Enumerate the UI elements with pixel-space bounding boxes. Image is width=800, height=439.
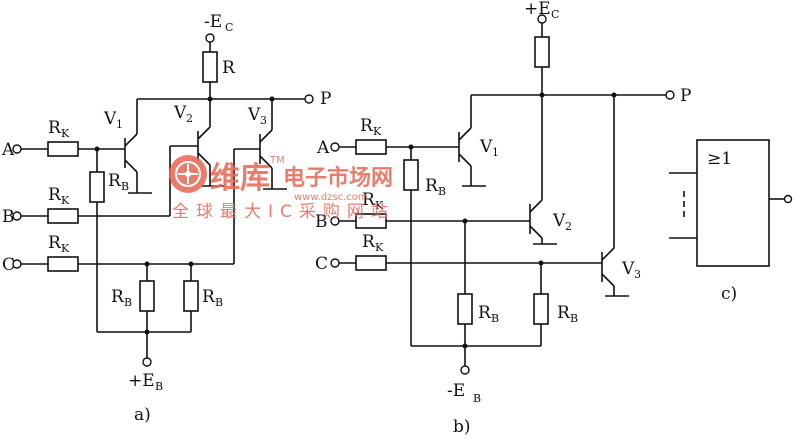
watermark-site: 电子市场网 bbox=[283, 165, 393, 191]
terminal-supply-ec-a bbox=[205, 33, 215, 43]
label-rk-b-sub-a: K bbox=[61, 194, 70, 207]
caption-b: b) bbox=[453, 417, 471, 437]
label-v1-sub-a: 1 bbox=[116, 118, 123, 131]
resistor-rb-v2-a bbox=[139, 280, 155, 312]
terminal-input-c-b bbox=[330, 258, 340, 268]
label-rk-a-sub-b: K bbox=[373, 125, 382, 138]
resistor-rk-b-a bbox=[47, 208, 79, 224]
label-v2-sub-a: 2 bbox=[186, 112, 193, 125]
label-v1-a: V bbox=[103, 109, 117, 129]
transistor-v1-a bbox=[124, 99, 152, 194]
transistor-v3-b bbox=[601, 95, 629, 297]
resistor-rk-a-a bbox=[47, 141, 79, 157]
terminal-supply-eb-b bbox=[460, 365, 470, 375]
label-rb-v3-b: R bbox=[557, 303, 571, 323]
label-v3-sub-b: 3 bbox=[634, 268, 641, 281]
label-rk-c-sub-b: K bbox=[375, 241, 384, 254]
label-output-p-a: P bbox=[320, 89, 331, 109]
terminal-supply-eb-a bbox=[142, 357, 152, 367]
resistor-rb-v1-b bbox=[403, 159, 419, 191]
label-v2-a: V bbox=[173, 103, 187, 123]
label-rk-a-a: R bbox=[48, 118, 62, 138]
label-v1-sub-b: 1 bbox=[492, 146, 499, 159]
label-supply-eb-a: +E bbox=[128, 371, 155, 391]
label-supply-ec-sub-a: C bbox=[225, 21, 233, 34]
label-r-a: R bbox=[222, 58, 236, 78]
terminal-output-p-a bbox=[304, 94, 314, 104]
label-input-a-a: A bbox=[1, 140, 15, 160]
transistor-v2-a bbox=[197, 99, 225, 187]
label-input-b-a: B bbox=[2, 207, 15, 227]
label-rk-c-b: R bbox=[362, 232, 376, 252]
label-v3-a: V bbox=[247, 105, 261, 125]
transistor-v3-a bbox=[259, 99, 287, 190]
transistor-v2-b bbox=[529, 95, 557, 245]
label-rb-v1-a: R bbox=[108, 171, 122, 191]
label-supply-eb-b: -E bbox=[447, 381, 465, 401]
label-v3-sub-a: 3 bbox=[260, 114, 267, 127]
label-output-p-b: P bbox=[680, 86, 691, 106]
label-rb-v2-b: R bbox=[478, 303, 492, 323]
label-rk-b-sub-b: K bbox=[375, 199, 384, 212]
resistor-rk-c-a bbox=[47, 256, 79, 272]
resistor-rb-v3-a bbox=[183, 280, 199, 312]
label-supply-eb-sub-a: B bbox=[155, 380, 163, 393]
label-rk-b-a: R bbox=[48, 185, 62, 205]
label-v1-b: V bbox=[479, 137, 493, 157]
resistor-rb-v2-b bbox=[457, 293, 473, 325]
resistor-rk-a-b bbox=[355, 139, 387, 155]
label-rb-v1-sub-b: B bbox=[438, 185, 446, 198]
watermark-logo-icon bbox=[169, 155, 207, 193]
resistor-rk-c-b bbox=[355, 255, 387, 271]
label-supply-ec-sub-b: C bbox=[551, 8, 559, 21]
label-rb-v3-sub-a: B bbox=[215, 296, 223, 309]
label-rb-v3-a: R bbox=[202, 287, 216, 307]
watermark-tm: TM bbox=[269, 155, 285, 166]
resistor-rb-v1-a bbox=[89, 171, 105, 203]
resistor-r-a bbox=[202, 51, 218, 83]
caption-a: a) bbox=[134, 405, 151, 425]
label-input-b-b: B bbox=[315, 212, 328, 232]
circuit-a: -E C R P V 1 V 2 bbox=[1, 12, 331, 425]
resistor-rc-b bbox=[534, 36, 550, 68]
transistor-v1-b bbox=[458, 95, 486, 187]
or-gate-symbol: ≥1 c) bbox=[669, 139, 793, 304]
terminal-input-a-b bbox=[330, 142, 340, 152]
label-rk-c-a: R bbox=[48, 233, 62, 253]
caption-c: c) bbox=[721, 284, 737, 304]
label-v3-b: V bbox=[621, 259, 635, 279]
label-rb-v2-sub-a: B bbox=[124, 296, 132, 309]
label-supply-ec-a: -E bbox=[204, 12, 222, 32]
gate-label: ≥1 bbox=[707, 149, 732, 169]
label-rk-c-sub-a: K bbox=[61, 242, 70, 255]
gate-box bbox=[696, 139, 770, 267]
label-input-a-b: A bbox=[316, 138, 330, 158]
label-rb-v1-sub-a: B bbox=[121, 180, 129, 193]
label-v2-sub-b: 2 bbox=[565, 220, 572, 233]
terminal-output-p-b bbox=[665, 90, 675, 100]
label-rk-b-b: R bbox=[362, 190, 376, 210]
watermark-url: www.dzsc.com bbox=[294, 192, 368, 203]
label-supply-eb-sub-b: B bbox=[473, 392, 481, 405]
gate-output-terminal bbox=[783, 194, 793, 204]
label-rb-v2-a: R bbox=[111, 287, 125, 307]
label-v2-b: V bbox=[552, 211, 566, 231]
watermark: 维库 TM 电子市场网 www.dzsc.com 全球最大IC采购网站 bbox=[169, 155, 395, 222]
watermark-tagline: 全球最大IC采购网站 bbox=[172, 202, 395, 222]
circuit-b: +E C P V 1 V 2 bbox=[315, 0, 691, 437]
label-rb-v1-b: R bbox=[425, 176, 439, 196]
watermark-brand: 维库 bbox=[210, 161, 270, 196]
resistor-rb-v3-b bbox=[533, 293, 549, 325]
label-rk-a-sub-a: K bbox=[61, 127, 70, 140]
label-rk-a-b: R bbox=[360, 116, 374, 136]
label-rb-v3-sub-b: B bbox=[570, 312, 578, 325]
label-input-c-b: C bbox=[315, 254, 328, 274]
label-rb-v2-sub-b: B bbox=[491, 312, 499, 325]
label-supply-ec-b: +E bbox=[524, 0, 551, 19]
label-input-c-a: C bbox=[2, 255, 15, 275]
